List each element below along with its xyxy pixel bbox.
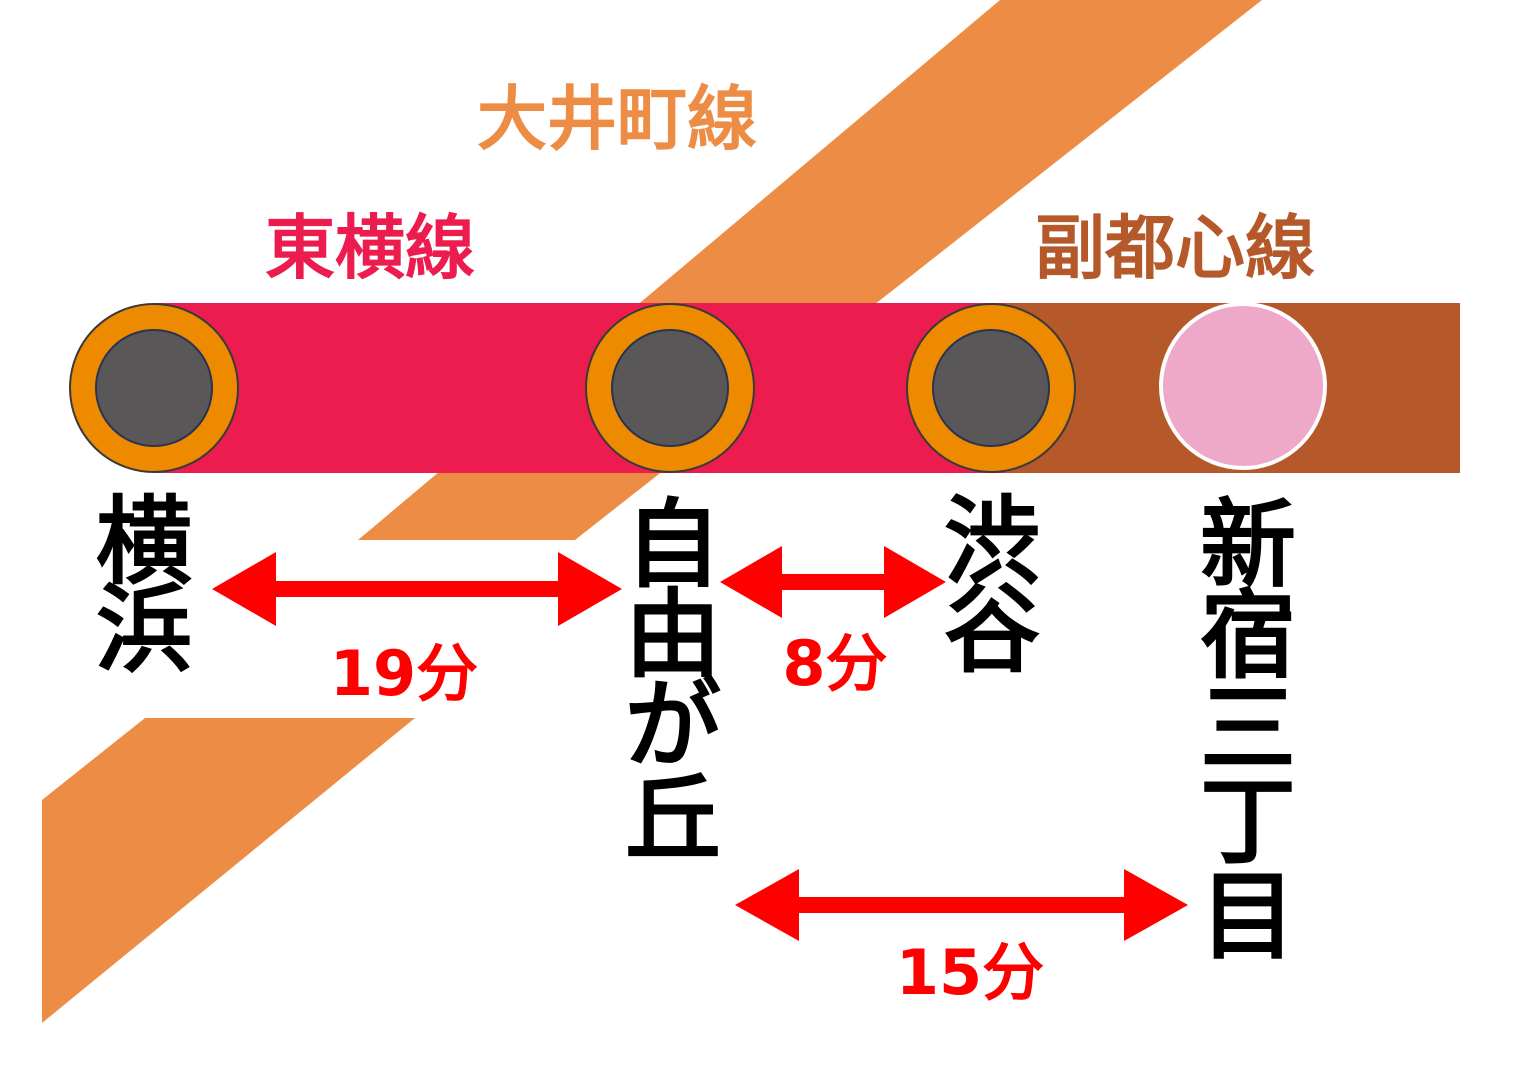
station-name-shibuya: 渋 谷 — [944, 486, 1040, 686]
arrow-head-right — [558, 552, 622, 626]
station-marker-shibuya — [906, 303, 1076, 473]
plain-station — [1159, 302, 1327, 470]
travel-time-yokohama-jiyugaoka: 19分 — [330, 637, 478, 710]
station-name-yokohama: 横 浜 — [96, 486, 192, 686]
station-name-shinjuku-sanchome: 新 宿 三 丁 目 — [1200, 489, 1296, 973]
station-char: 宿 — [1200, 580, 1296, 692]
station-char: 横 — [96, 486, 192, 598]
oimachi-line-label: 大井町線 — [477, 78, 757, 160]
arrow-head-left — [735, 869, 799, 941]
arrow-head-left — [720, 546, 782, 618]
toyoko-line-label: 東横線 — [265, 207, 475, 289]
transfer-core — [611, 329, 729, 447]
station-char: 渋 — [944, 486, 1040, 598]
station-char: 浜 — [96, 574, 192, 686]
station-marker-shinjuku-sanchome — [1159, 302, 1327, 470]
station-char: 新 — [1200, 489, 1296, 601]
arrow-jiyugaoka-shibuya — [720, 546, 946, 618]
station-char: 丘 — [625, 763, 721, 875]
station-marker-yokohama — [69, 303, 239, 473]
station-char: 目 — [1200, 861, 1296, 973]
station-marker-jiyugaoka — [585, 303, 755, 473]
travel-time-jiyugaoka-shibuya: 8分 — [782, 627, 887, 700]
arrow-head-right — [1124, 869, 1188, 941]
station-char: 丁 — [1200, 766, 1296, 878]
fukutoshin-line-label: 副都心線 — [1035, 207, 1315, 289]
station-char: 由 — [625, 579, 721, 691]
travel-time-jiyugaoka-shinjuku-sanchome: 15分 — [896, 936, 1044, 1009]
station-char: が — [625, 669, 721, 781]
arrow-jiyugaoka-shinjuku-sanchome — [735, 869, 1188, 941]
arrow-shaft — [775, 897, 1147, 913]
station-char: 谷 — [944, 574, 1040, 686]
arrow-head-right — [884, 546, 946, 618]
transfer-core — [932, 329, 1050, 447]
oimachi-line-band-lower — [42, 718, 415, 1023]
station-name-jiyugaoka: 自 由 が 丘 — [625, 489, 721, 875]
station-char: 三 — [1200, 673, 1296, 785]
arrow-yokohama-jiyugaoka — [212, 552, 622, 626]
toyoko-line-bar — [155, 303, 1005, 473]
arrow-shaft — [760, 574, 906, 590]
transfer-core — [95, 329, 213, 447]
arrow-head-left — [212, 552, 276, 626]
arrow-shaft — [255, 581, 577, 597]
station-char: 自 — [625, 489, 721, 601]
